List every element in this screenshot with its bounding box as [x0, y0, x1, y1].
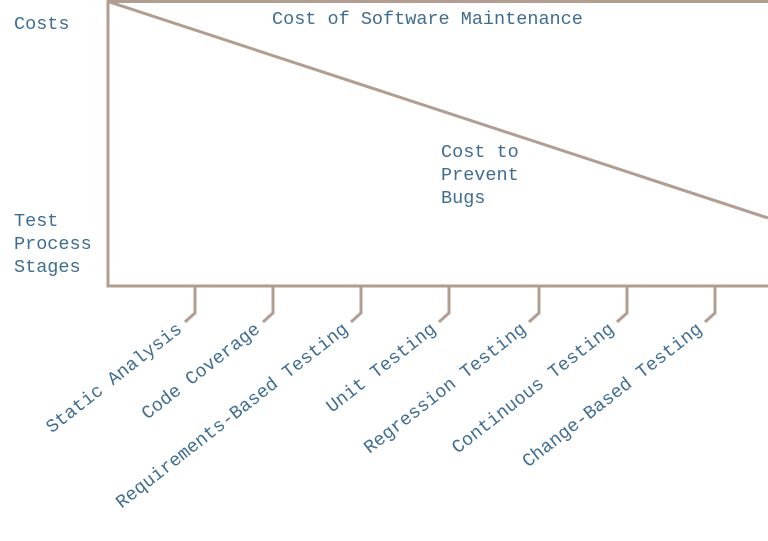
- test-process-stages-label: Test Process Stages: [14, 211, 103, 278]
- stage-label: Change-Based Testing: [519, 319, 707, 472]
- stage-tick: [183, 286, 197, 324]
- stage-tick: [527, 286, 541, 324]
- maintenance-cost-label: Cost of Software Maintenance: [272, 9, 583, 30]
- stage-tick: [615, 286, 629, 324]
- stage-label: Regression Testing: [360, 319, 530, 459]
- stage-label: Continuous Testing: [448, 319, 618, 459]
- prevention-cost-line: [107, 0, 768, 220]
- stage-tick: [437, 286, 451, 324]
- costs-label: Costs: [14, 14, 70, 35]
- stage-tick: [349, 286, 363, 324]
- prevention-cost-label: Cost to Prevent Bugs: [441, 142, 530, 209]
- stage-tick: [703, 286, 717, 324]
- stage-tick: [261, 286, 275, 324]
- stage-label: Static Analysis: [43, 319, 187, 438]
